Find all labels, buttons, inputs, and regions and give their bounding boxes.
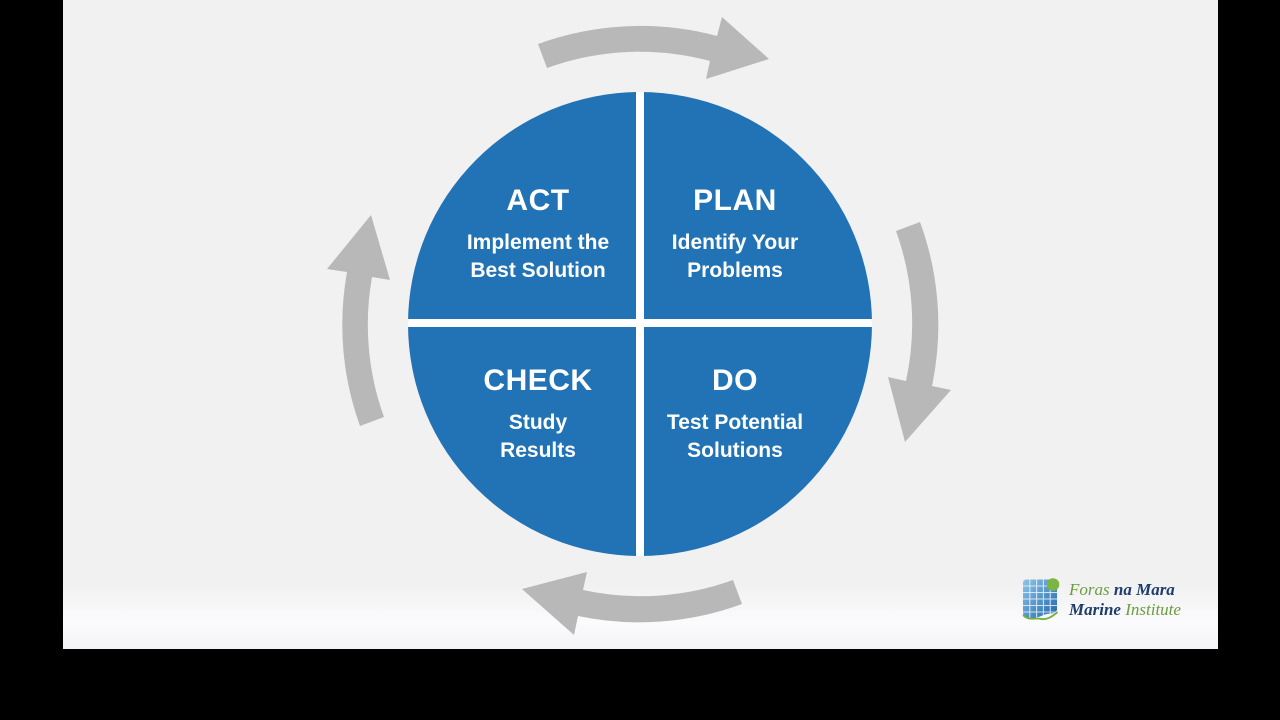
pdca-cycle-diagram	[327, 17, 951, 635]
cycle-arrow-top	[538, 17, 769, 79]
cycle-arrow-right	[888, 222, 951, 442]
logo-irish-name: Foras na Mara	[1069, 580, 1181, 600]
cycle-arrow-bottom	[522, 572, 742, 635]
marine-institute-logo-mark	[1022, 578, 1060, 621]
logo-wave-underline	[1022, 611, 1058, 621]
logo-text-marine: Marine	[1069, 600, 1121, 619]
letterbox-right	[1218, 0, 1280, 720]
logo-text-na-mara: na Mara	[1113, 580, 1175, 599]
cycle-arrow-left	[327, 215, 390, 426]
logo-english-name: Marine Institute	[1069, 600, 1181, 620]
logo-text-foras: Foras	[1069, 580, 1110, 599]
pdca-slide: ACT Implement the Best Solution PLAN Ide…	[63, 0, 1218, 649]
letterbox-bottom	[0, 649, 1280, 720]
letterbox-left	[0, 0, 63, 720]
logo-green-dot	[1046, 578, 1060, 591]
marine-institute-logo: Foras na Mara Marine Institute	[1020, 576, 1181, 624]
marine-institute-logo-text: Foras na Mara Marine Institute	[1069, 580, 1181, 620]
logo-text-institute: Institute	[1125, 600, 1181, 619]
